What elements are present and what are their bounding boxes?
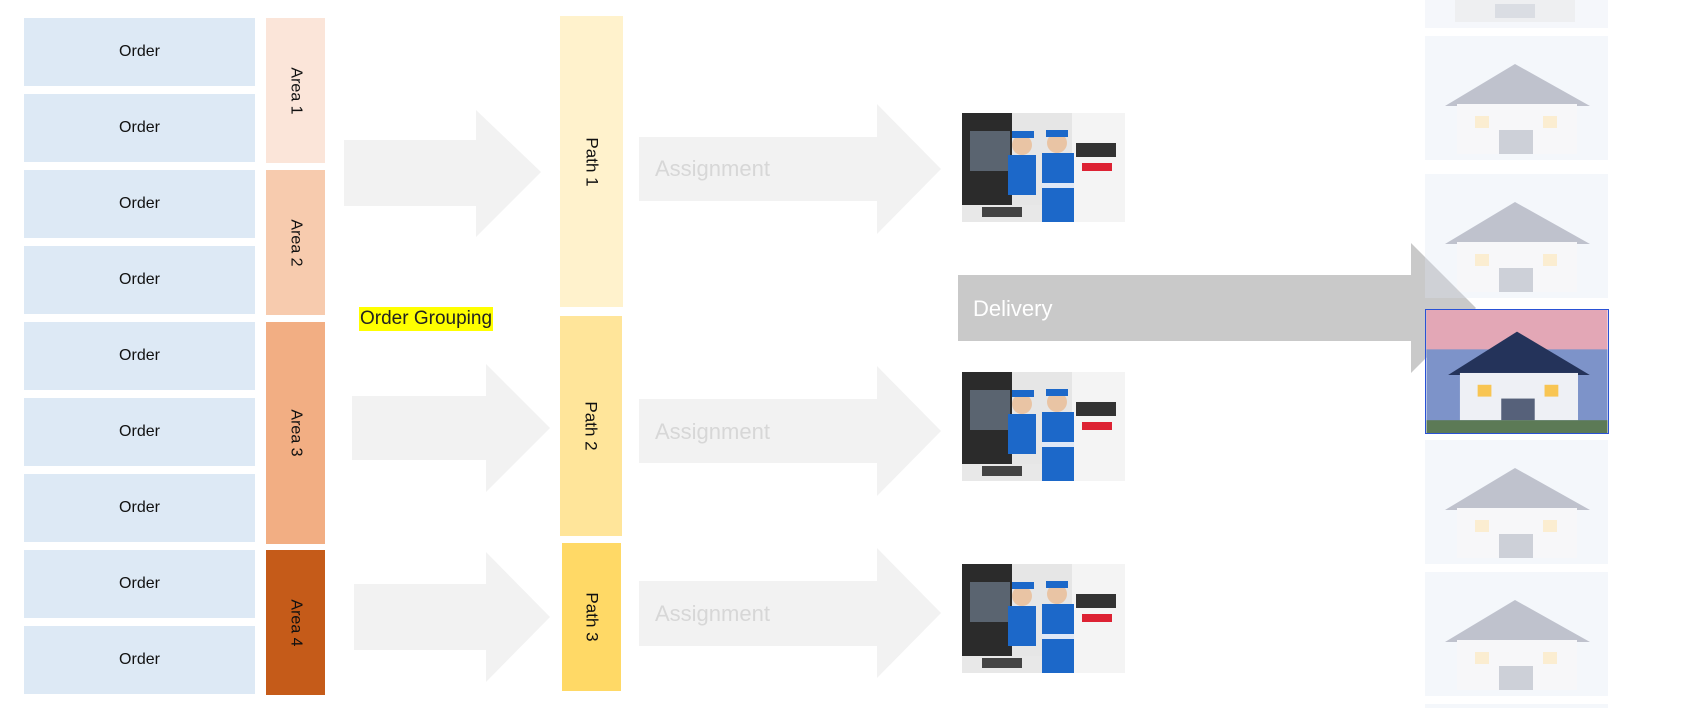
path-3-box: Path 3 [562,543,621,691]
house-image-selected [1425,309,1609,434]
path-1-box: Path 1 [560,16,623,307]
courier-photo [962,372,1125,481]
area-3-box: Area 3 [266,322,325,544]
order-box: Order [24,18,255,86]
order-grouping-label: Order Grouping [359,307,494,331]
path-label: Path 3 [582,592,602,642]
assignment-arrow-3 [639,548,941,678]
assignment-label: Assignment [655,601,770,626]
courier-photo [962,564,1125,673]
assignment-label: Assignment [655,156,770,181]
courier-photo [962,113,1125,222]
path-2-box: Path 2 [560,316,622,536]
order-box: Order [24,474,255,542]
delivery-label: Delivery [973,296,1053,321]
order-box: Order [24,170,255,238]
order-box: Order [24,322,255,390]
house-image-faded [1425,36,1608,160]
area-1-box: Area 1 [266,18,325,163]
order-box: Order [24,626,255,694]
order-box: Order [24,94,255,162]
area-4-box: Area 4 [266,550,325,695]
path-label: Path 2 [582,401,601,451]
grouping-arrow-3 [354,552,550,682]
grouping-arrow-2 [352,364,550,492]
delivery-arrow [958,243,1476,373]
order-box: Order [24,398,255,466]
assignment-arrow-1 [639,104,941,234]
assignment-label: Assignment [655,419,770,444]
house-image-faded [1425,174,1608,298]
assignment-arrow-2 [639,366,941,496]
order-box: Order [24,550,255,618]
house-image-faded [1425,0,1608,28]
grouping-arrow-1 [344,110,541,237]
house-image-faded [1425,704,1608,708]
house-image-faded [1425,440,1608,564]
area-2-box: Area 2 [266,170,325,315]
order-box: Order [24,246,255,314]
house-image-faded [1425,572,1608,696]
path-label: Path 1 [582,136,602,187]
